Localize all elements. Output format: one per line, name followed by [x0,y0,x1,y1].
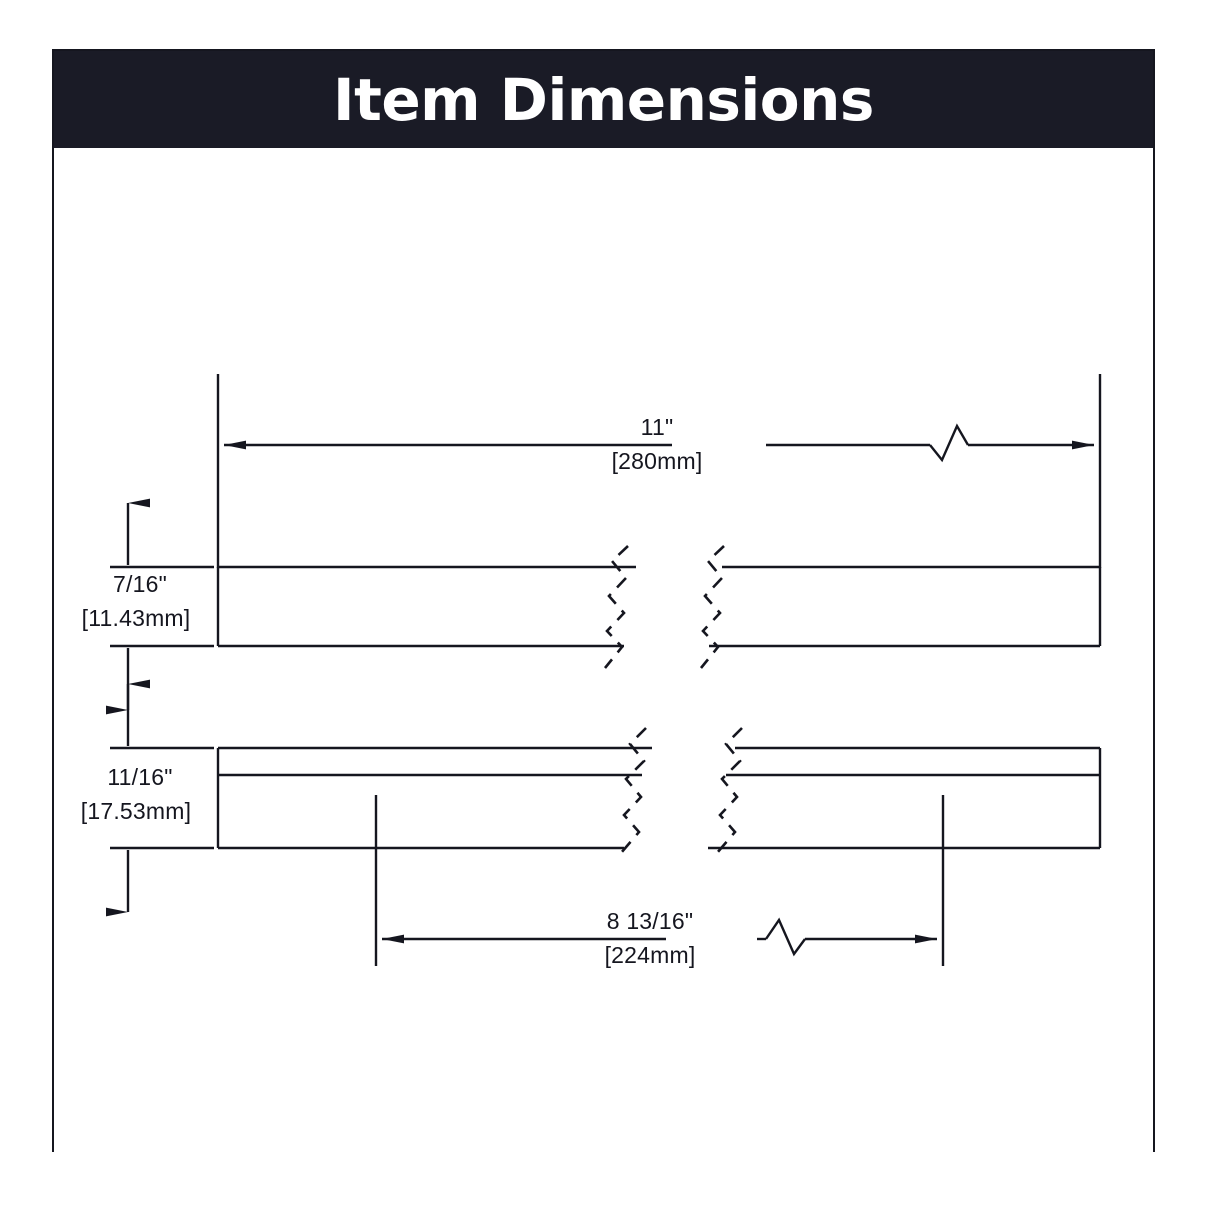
lower-break-symbol-right-zigzag [716,727,743,854]
center-to-center-dimension [374,795,945,966]
overall-length-imperial-label: 11" [641,414,674,440]
center-to-center-imperial-label: 8 13/16" [607,908,694,934]
drawing-area: 11" [280mm] 7/16" [11.43mm] 11/16" [17.5… [54,148,1153,1152]
upper-bar-profile [216,545,1102,669]
center-to-center-metric-label: [224mm] [605,942,696,968]
break-symbol-zigzag [765,917,806,957]
title-bar: Item Dimensions [54,51,1153,148]
break-symbol-right-zigzag [699,545,725,669]
lower-break-symbol-left-zigzag [620,727,647,854]
bar-height-imperial-label: 11/16" [107,764,172,790]
projection-height-imperial-label: 7/16" [113,571,167,597]
lower-bar-profile [216,727,1102,854]
page-title: Item Dimensions [333,65,874,134]
projection-height-metric-label: [11.43mm] [82,605,191,631]
overall-length-dimension [216,374,1102,568]
dimension-drawing: 11" [280mm] 7/16" [11.43mm] 11/16" [17.5… [81,374,1102,968]
projection-height-dimension [106,498,214,715]
bar-height-dimension [106,679,214,917]
bar-height-metric-label: [17.53mm] [81,798,191,824]
diagram-frame: Item Dimensions [52,49,1155,1152]
break-symbol-left-zigzag [603,545,629,669]
break-symbol-zigzag [929,423,970,463]
overall-length-metric-label: [280mm] [612,448,703,474]
